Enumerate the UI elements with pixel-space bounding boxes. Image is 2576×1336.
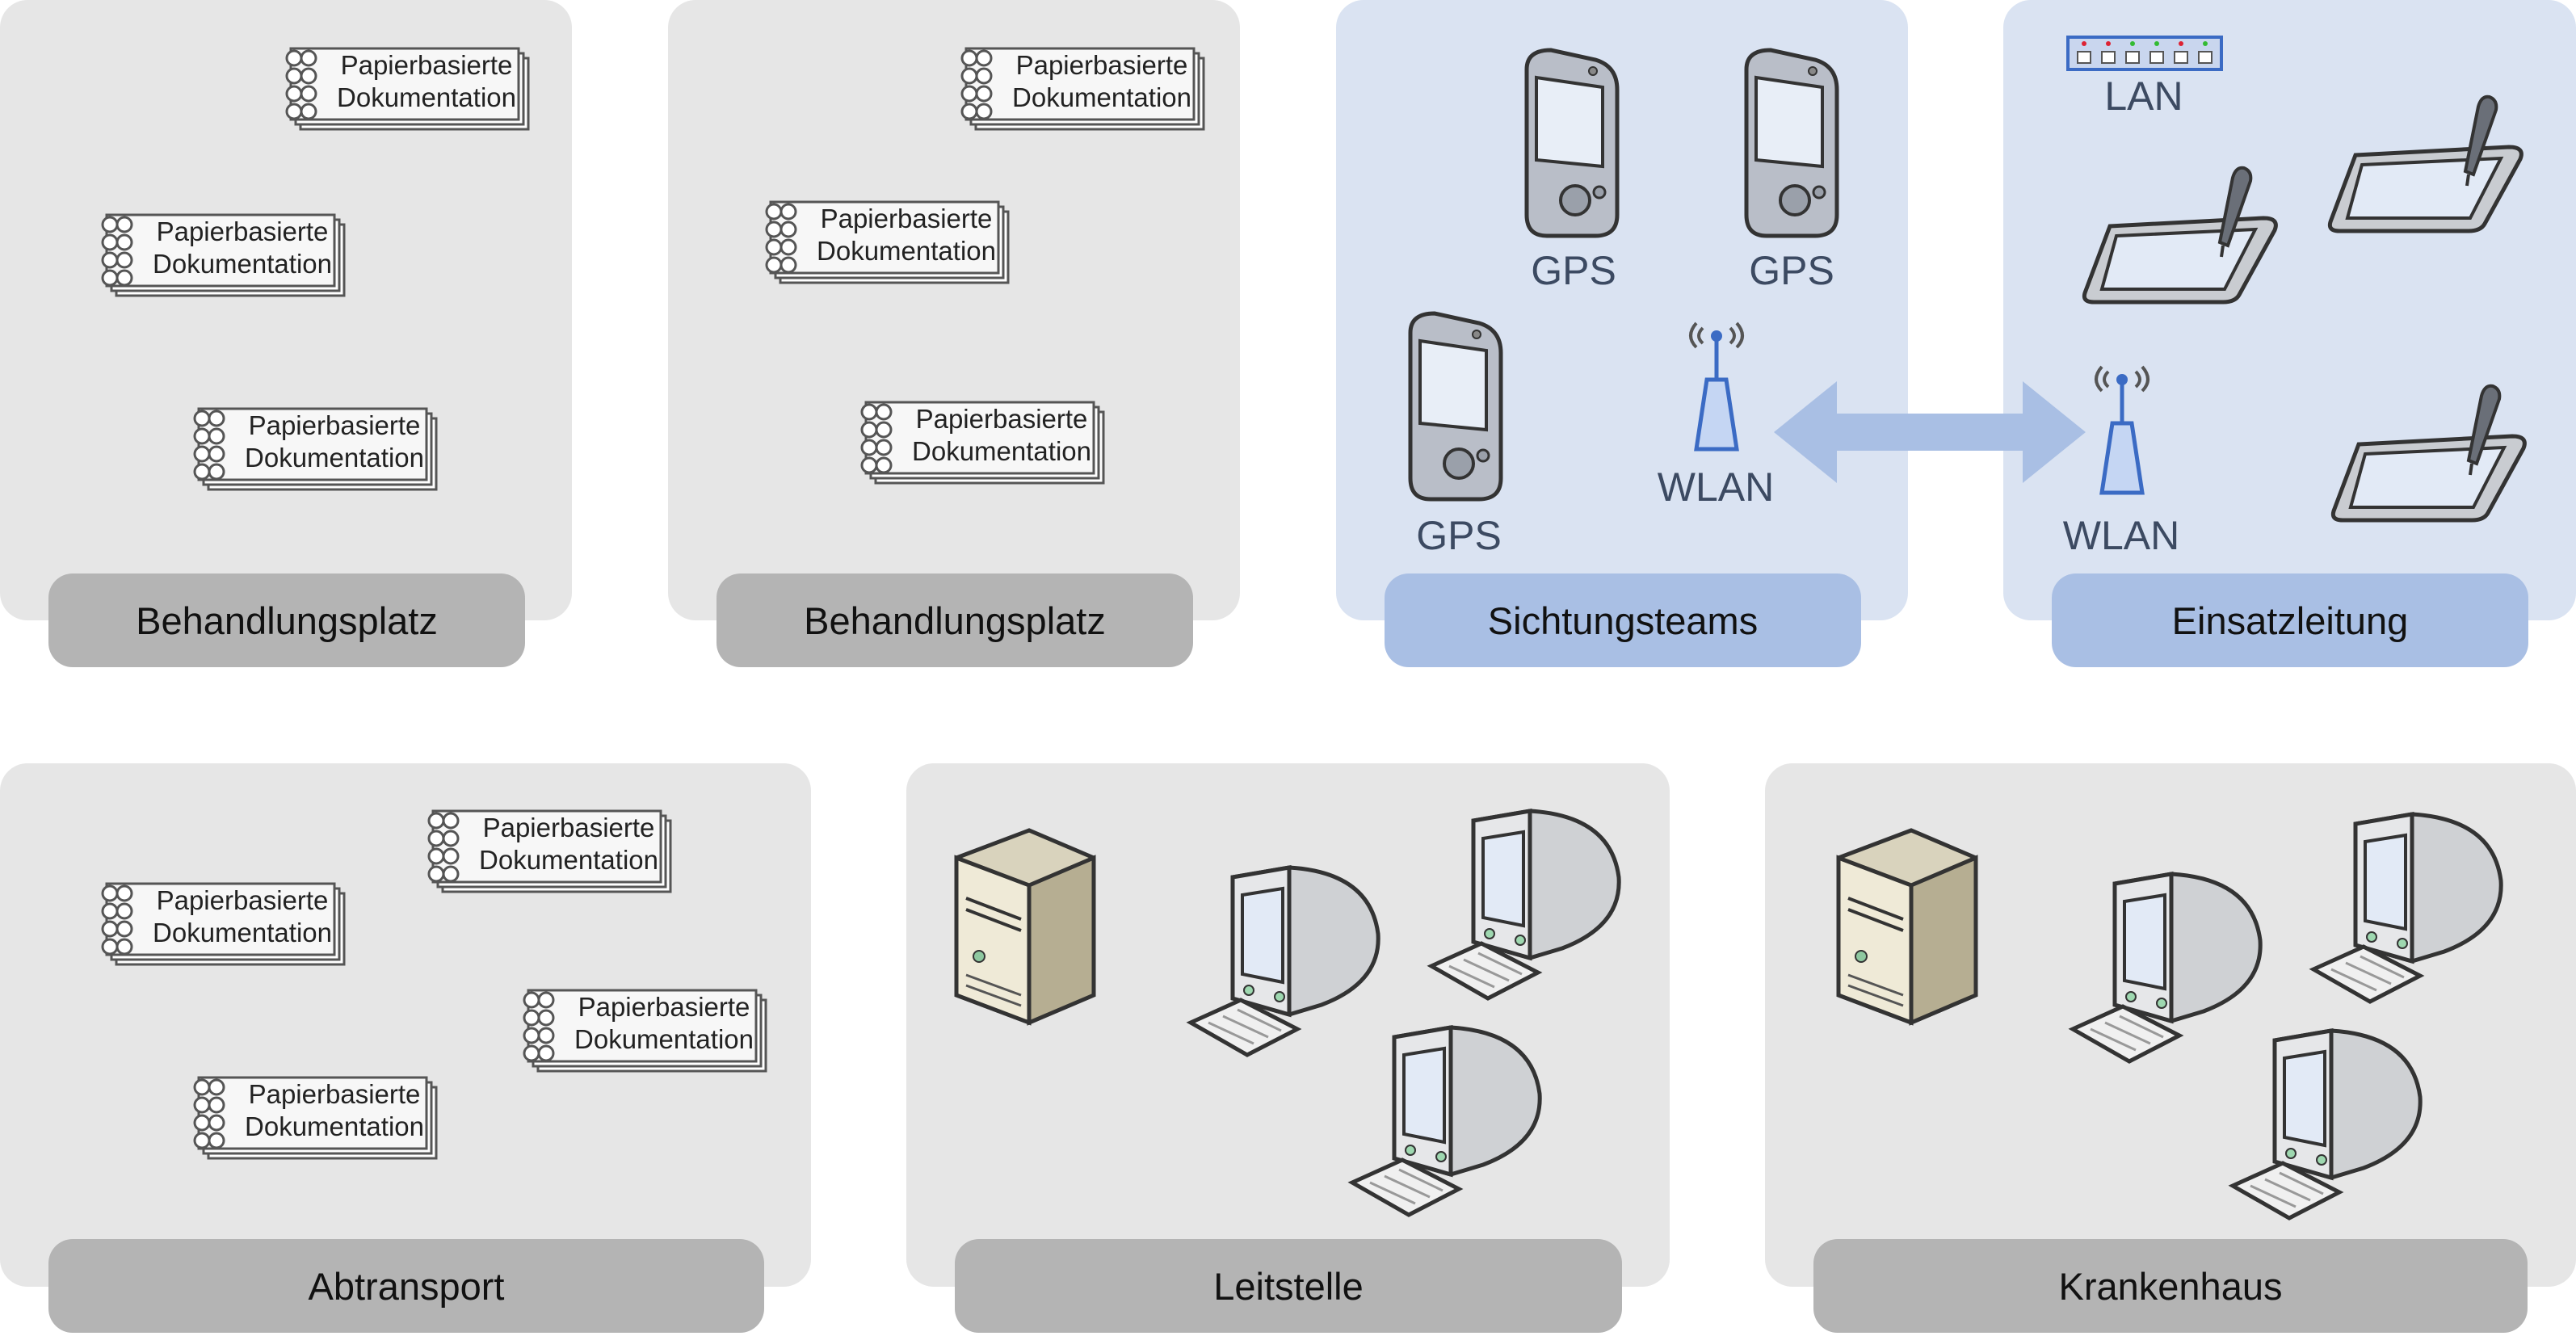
desktop-computer-icon	[2307, 808, 2509, 1010]
wlan-access-point-icon	[1680, 307, 1753, 460]
doc-label-line2: Dokumentation	[912, 436, 1091, 466]
doc-label-line2: Dokumentation	[153, 918, 332, 947]
desktop-computer-icon	[1346, 1021, 1548, 1223]
pda-icon	[1738, 45, 1843, 239]
panel-label-leitstelle: Leitstelle	[955, 1239, 1622, 1333]
gps-label: GPS	[1531, 248, 1616, 293]
doc-label-line1: Papierbasierte	[1015, 50, 1188, 80]
gps-label: GPS	[1416, 513, 1502, 558]
pda-icon	[1519, 45, 1624, 239]
doc-label-line2: Dokumentation	[479, 845, 658, 875]
doc-label-line2: Dokumentation	[574, 1024, 754, 1054]
doc-label-line1: Papierbasierte	[248, 410, 421, 440]
gps-label: GPS	[1749, 248, 1834, 293]
wlan-label: WLAN	[1657, 464, 1775, 510]
wlan-label: WLAN	[2062, 513, 2180, 558]
doc-label-line1: Papierbasierte	[578, 992, 750, 1022]
server-icon	[948, 826, 1102, 1027]
lan-switch-icon	[2066, 36, 2223, 71]
panel-label-behandlungsplatz-2: Behandlungsplatz	[716, 573, 1193, 667]
pda-icon	[1402, 309, 1507, 502]
panel-label-einsatzleitung: Einsatzleitung	[2052, 573, 2528, 667]
doc-label-line2: Dokumentation	[337, 82, 516, 112]
server-icon	[1830, 826, 1984, 1027]
wlan-access-point-icon	[2086, 351, 2158, 504]
panel-label-krankenhaus: Krankenhaus	[1813, 1239, 2528, 1333]
doc-label-line1: Papierbasierte	[248, 1079, 421, 1109]
doc-label-line2: Dokumentation	[1012, 82, 1191, 112]
panel-label-sichtungsteams: Sichtungsteams	[1385, 573, 1861, 667]
doc-label-line1: Papierbasierte	[156, 216, 329, 246]
doc-label-line1: Papierbasierte	[156, 885, 329, 915]
doc-label-line1: Papierbasierte	[820, 204, 993, 233]
doc-label-line2: Dokumentation	[245, 1111, 424, 1141]
doc-label-line2: Dokumentation	[245, 443, 424, 473]
panel-label-behandlungsplatz-1: Behandlungsplatz	[48, 573, 525, 667]
desktop-computer-icon	[1425, 805, 1627, 1006]
lan-label: LAN	[2104, 74, 2183, 119]
desktop-computer-icon	[2226, 1024, 2428, 1226]
tablet-pen-icon	[2078, 162, 2288, 307]
tablet-pen-icon	[2323, 90, 2533, 236]
doc-label-line2: Dokumentation	[153, 249, 332, 279]
tablet-pen-icon	[2326, 380, 2536, 525]
panel-label-abtransport: Abtransport	[48, 1239, 764, 1333]
doc-label-line1: Papierbasierte	[340, 50, 513, 80]
doc-label-line1: Papierbasierte	[915, 404, 1088, 434]
wireless-link-arrow	[1774, 381, 2086, 483]
doc-label-line2: Dokumentation	[817, 236, 996, 266]
doc-label-line1: Papierbasierte	[482, 813, 655, 842]
